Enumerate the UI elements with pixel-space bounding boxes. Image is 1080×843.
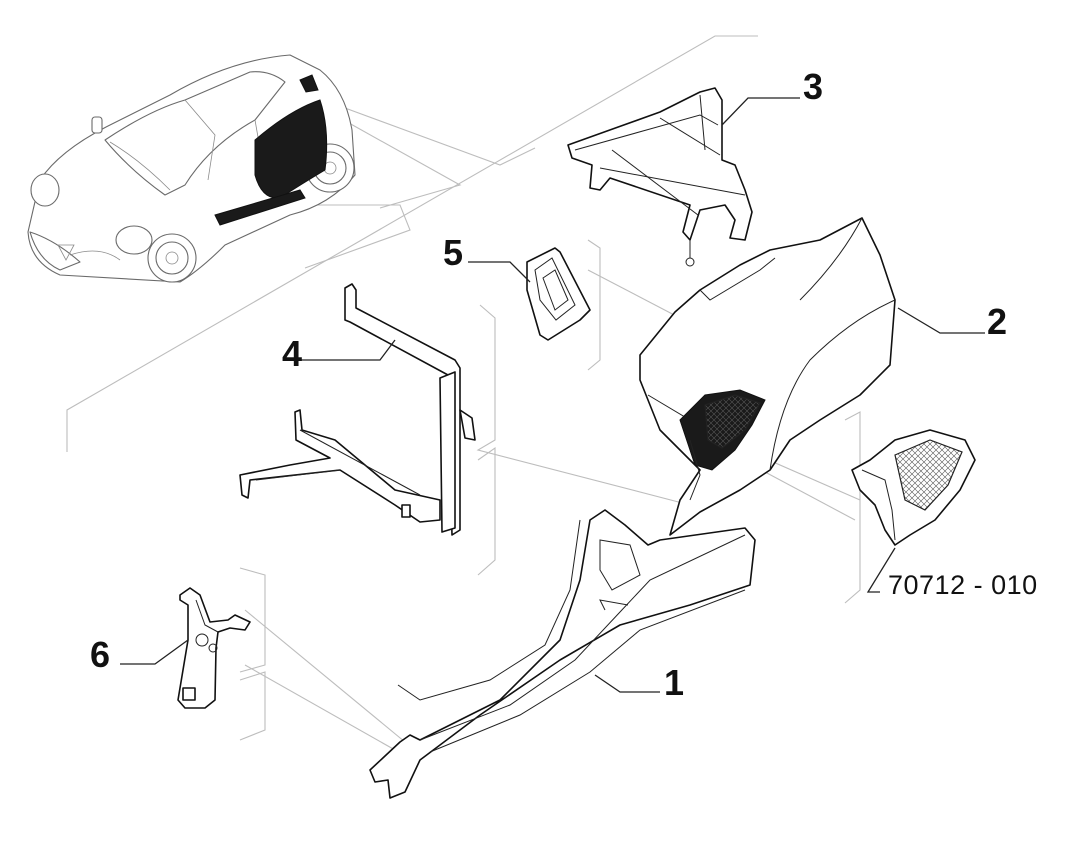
reference-code: 70712 - 010 [888, 570, 1038, 600]
part-5-bracket [526, 247, 591, 341]
part-3-upper-frame [567, 87, 753, 267]
callout-3: 3 [803, 66, 823, 107]
callout-1: 1 [664, 662, 684, 703]
part-2-quarter-panel [639, 217, 896, 536]
vent-insert-exploded [851, 429, 976, 546]
guide-lines [66, 35, 861, 751]
callout-2: 2 [987, 301, 1007, 342]
part-1-side-sill [369, 509, 756, 799]
car-illustration [27, 54, 356, 283]
leader-lines [120, 97, 985, 693]
callout-6: 6 [90, 634, 110, 675]
callout-labels: 1 2 3 4 5 6 70712 - 010 [90, 66, 1038, 703]
part-4-rear-frame [239, 283, 476, 536]
callout-4: 4 [282, 333, 302, 374]
callout-5: 5 [443, 232, 463, 273]
part-6-bracket [177, 587, 251, 709]
